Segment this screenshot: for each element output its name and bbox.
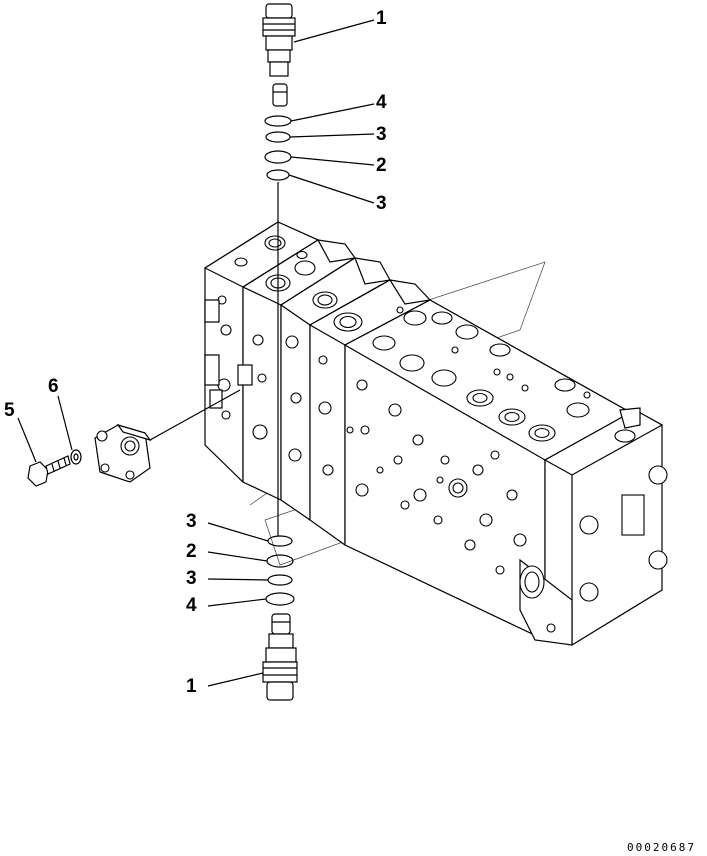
- washer: [70, 449, 82, 465]
- callout-3-bot-a: 3: [186, 511, 197, 532]
- callout-labels: 1 4 3 2 3 6 5 3 2 3 4 1: [4, 8, 387, 697]
- seal-rings-bottom: [265, 535, 295, 606]
- callout-5: 5: [4, 400, 15, 421]
- front-face-ports: [217, 295, 668, 633]
- top-face-ports: [234, 235, 636, 443]
- callout-3-top-b: 3: [376, 193, 387, 214]
- callout-2-top: 2: [376, 155, 387, 176]
- flange-block: [94, 423, 152, 483]
- callout-3-bot-b: 3: [186, 568, 197, 589]
- catalog-number: 00020687: [627, 841, 696, 854]
- seal-rings-top: [264, 115, 292, 181]
- callout-1-bot: 1: [186, 676, 197, 697]
- leader-lines: [17, 19, 375, 687]
- hex-bolt: [27, 455, 71, 487]
- side-port-details: [204, 299, 253, 409]
- callout-4-top: 4: [376, 92, 387, 113]
- relief-valve-top: [262, 3, 296, 107]
- callout-4-bot: 4: [186, 595, 197, 616]
- flange-axis-line: [149, 389, 241, 441]
- callout-2-bot: 2: [186, 541, 197, 562]
- callout-3-top-a: 3: [376, 124, 387, 145]
- callout-6: 6: [48, 376, 59, 397]
- relief-valve-bottom: [262, 613, 298, 701]
- callout-1-top: 1: [376, 8, 387, 29]
